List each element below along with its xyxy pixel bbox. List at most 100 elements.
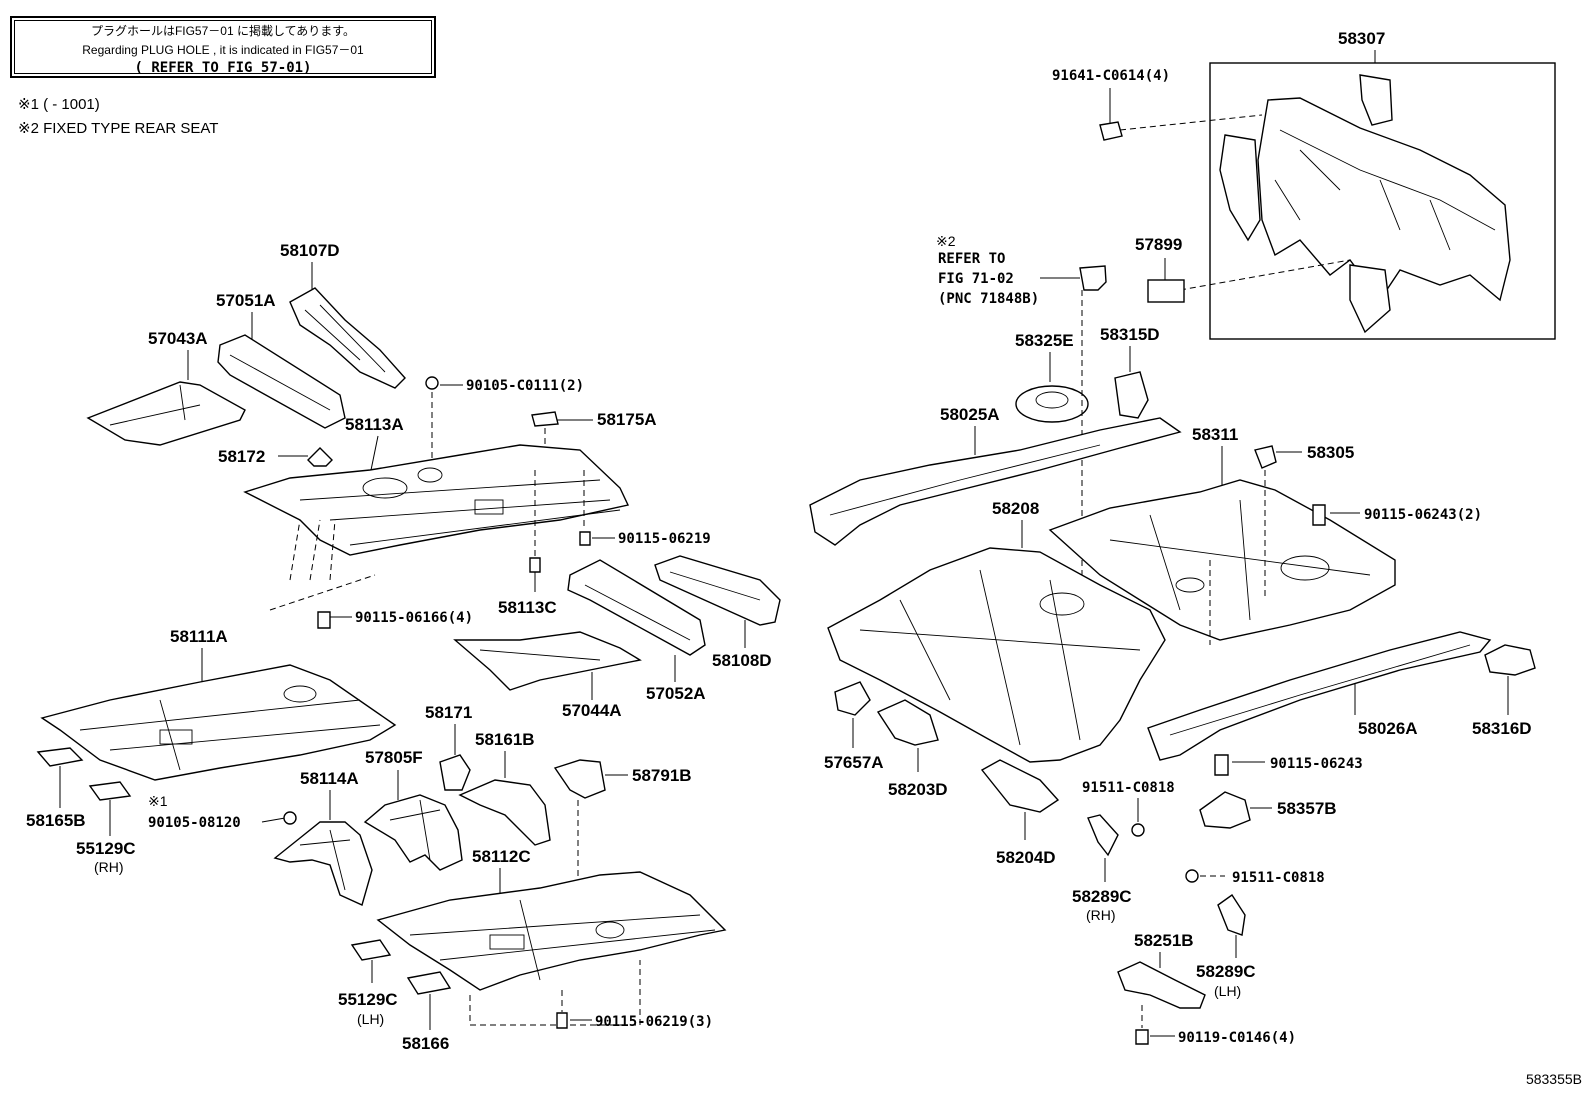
label-58316D: 58316D: [1472, 719, 1532, 738]
label-rh-1: (RH): [94, 859, 124, 875]
part-58112C: [376, 871, 727, 991]
detail-58108D: [669, 571, 761, 601]
note-line-refer: ( REFER TO FIG 57-01): [134, 60, 312, 76]
bolt-58113C: [529, 557, 541, 573]
part-58204D: [980, 759, 1060, 813]
callout-refer-to: REFER TO: [938, 251, 1005, 267]
label-57052A: 57052A: [646, 684, 706, 703]
part-58307-top-bracket: [1359, 74, 1393, 126]
part-58107D: [289, 287, 406, 389]
part-58316D: [1484, 644, 1536, 676]
label-58325E: 58325E: [1015, 331, 1074, 350]
label-58107D: 58107D: [280, 241, 340, 260]
label-91641: 91641-C0614(4): [1052, 68, 1170, 84]
label-58791B: 58791B: [632, 766, 692, 785]
part-58791B: [553, 759, 606, 799]
refer-note-box: プラグホールはFIG57－01 に掲載してあります。 Regarding PLU…: [10, 16, 436, 78]
leader-58113A: [369, 435, 379, 476]
label-58357B: 58357B: [1277, 799, 1337, 818]
detail-57051A: [229, 354, 331, 411]
label-90115-06219: 90115-06219: [618, 531, 711, 547]
label-57043A: 57043A: [148, 329, 208, 348]
bolt-90115-06166: [317, 611, 331, 629]
label-58251B: 58251B: [1134, 931, 1194, 950]
part-58175A: [531, 411, 559, 427]
dash-58113A-lower: [269, 519, 376, 611]
callout-pnc: (PNC 71848B): [938, 291, 1039, 307]
label-58171: 58171: [425, 703, 472, 722]
label-plate-57899: [1147, 279, 1185, 303]
hole-58311: [1175, 577, 1205, 593]
detail-58307: [1274, 129, 1496, 251]
dash-58112C: [469, 960, 641, 1026]
part-58289C-rh: [1087, 814, 1119, 857]
hole-58113A-2: [417, 467, 443, 483]
part-58203D: [876, 699, 939, 746]
assembly-box-58307: [1209, 62, 1556, 340]
label-90115-06243: 90115-06243: [1270, 756, 1363, 772]
label-58315D: 58315D: [1100, 325, 1160, 344]
label-90115-06243-2: 90115-06243(2): [1364, 507, 1482, 523]
bolt-90119: [1135, 1029, 1149, 1045]
detail-58114A: [299, 829, 351, 891]
label-58165B: 58165B: [26, 811, 86, 830]
label-57044A: 57044A: [562, 701, 622, 720]
part-58114A: [273, 821, 373, 906]
part-58208: [827, 547, 1166, 763]
part-57051A: [217, 334, 346, 429]
callout-mark-2: ※2: [936, 233, 956, 249]
detail-58026A: [1169, 644, 1471, 736]
label-57051A: 57051A: [216, 291, 276, 310]
detail-58025A: [829, 444, 1101, 516]
label-90105-C0111: 90105-C0111(2): [466, 378, 584, 394]
label-58289C-rh: 58289C: [1072, 887, 1132, 906]
part-58325E: [1015, 385, 1089, 423]
spare-tire-well-58311: [1280, 555, 1330, 581]
label-58113A: 58113A: [345, 415, 404, 434]
part-57805F: [363, 794, 463, 871]
part-57043A: [86, 381, 246, 446]
detail-58325E: [1035, 391, 1069, 409]
detail-57043A: [109, 384, 201, 426]
detail-58208: [859, 569, 1141, 746]
label-58175A: 58175A: [597, 410, 657, 429]
hole-58112C: [595, 921, 625, 939]
detail-58111A: [79, 699, 381, 771]
label-58305: 58305: [1307, 443, 1354, 462]
label-58026A: 58026A: [1358, 719, 1418, 738]
part-58166: [406, 971, 452, 995]
part-57044A: [453, 631, 642, 691]
hole-58208: [1039, 592, 1085, 616]
label-lh-2: (LH): [1214, 983, 1241, 999]
label-57657A: 57657A: [824, 753, 884, 772]
seat-hook-71848b: [1079, 265, 1107, 291]
part-57052A: [567, 559, 706, 656]
part-58113A: [243, 444, 630, 556]
bolt-90105-08120: [283, 811, 297, 825]
detail-57044A: [479, 649, 601, 661]
dash-57899: [1179, 259, 1351, 291]
footnotes: ※1 ( - 1001) ※2 FIXED TYPE REAR SEAT: [18, 93, 218, 141]
label-58108D: 58108D: [712, 651, 772, 670]
part-55129C-lh: [350, 939, 392, 961]
bolt-90115-06243: [1214, 754, 1229, 776]
part-58111A: [40, 664, 397, 781]
label-58204D: 58204D: [996, 848, 1056, 867]
detail-58113A: [299, 479, 621, 546]
bolt-90115-06243-2: [1312, 504, 1326, 526]
note-line-english: Regarding PLUG HOLE , it is indicated in…: [82, 43, 364, 57]
part-55129C-rh: [88, 781, 132, 801]
part-58305: [1254, 445, 1277, 469]
leader-90105-08120: [261, 817, 286, 823]
part-58108D: [654, 555, 781, 626]
label-55129C-lh: 55129C: [338, 990, 398, 1009]
dash-91641: [1119, 114, 1263, 131]
part-58171: [439, 754, 471, 791]
hole-58113A-1: [362, 477, 408, 499]
part-58026A: [1147, 631, 1492, 761]
label-lh-1: (LH): [357, 1011, 384, 1027]
label-58289C-lh: 58289C: [1196, 962, 1256, 981]
part-58315D: [1114, 371, 1149, 419]
label-58111A: 58111A: [170, 627, 228, 646]
